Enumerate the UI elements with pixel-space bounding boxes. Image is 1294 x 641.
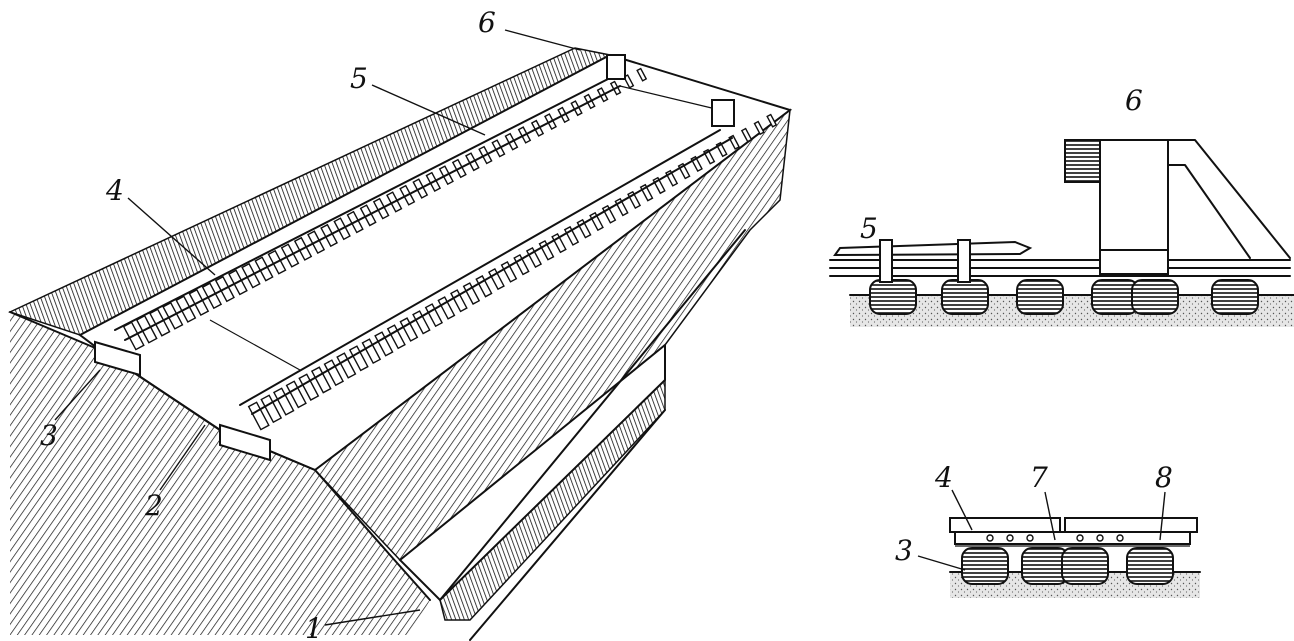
embankment-view	[7, 47, 793, 641]
sleeper	[450, 289, 468, 313]
sleeper	[636, 67, 648, 82]
sleeper	[336, 352, 357, 379]
sleeper	[487, 268, 505, 291]
ground-hatch	[10, 312, 430, 635]
sleeper	[740, 127, 753, 143]
sleeper-coil	[961, 547, 1009, 585]
sleeper	[753, 120, 765, 136]
left-labels: 6 5 4 3 2 1	[40, 6, 581, 641]
sleeper	[462, 282, 481, 305]
sleeper-coil	[1016, 279, 1064, 315]
label-r5: 5	[860, 212, 878, 245]
sleeper	[247, 401, 270, 431]
sleeper	[348, 345, 369, 372]
sleeper	[272, 387, 295, 416]
label-r6: 6	[1125, 84, 1143, 117]
sleeper-coil	[1211, 279, 1259, 315]
label-b4: 4	[934, 461, 953, 494]
sleeper-coil	[1131, 279, 1179, 315]
fastening-pins	[986, 534, 1124, 542]
rail-left-b	[124, 85, 621, 341]
sleeper	[386, 324, 406, 350]
rail-right-a	[239, 129, 721, 406]
sleeper	[766, 113, 778, 128]
sleeper	[500, 261, 518, 283]
sleeper	[298, 373, 320, 401]
rail-right-b	[251, 137, 733, 415]
sleeper-coils-bottom	[961, 547, 1174, 585]
label-2: 2	[144, 489, 163, 522]
pin	[986, 534, 994, 542]
sleeper	[323, 359, 345, 387]
stop-6-left	[606, 54, 626, 80]
end-block-3	[94, 340, 141, 377]
label-b7: 7	[1030, 461, 1048, 494]
label-5: 5	[350, 62, 368, 95]
label-1: 1	[305, 612, 323, 641]
sleeper	[412, 310, 431, 335]
sleeper-coil	[941, 279, 989, 315]
sleeper	[424, 303, 444, 328]
stop-6-right	[711, 99, 735, 127]
label-b3: 3	[895, 534, 913, 567]
machine-6	[1099, 139, 1169, 251]
sleeper	[310, 366, 332, 394]
sleeper	[361, 338, 382, 365]
sleeper-coil	[1061, 547, 1109, 585]
sleeper	[437, 296, 456, 320]
sleeper	[260, 394, 283, 424]
sleeper	[374, 331, 394, 357]
rail-left-a	[114, 77, 611, 331]
pin	[1076, 534, 1084, 542]
sleeper	[525, 246, 543, 269]
label-4: 4	[105, 174, 124, 207]
end-block-2	[219, 423, 271, 462]
detail-view: 4 7 8 3	[895, 461, 1201, 598]
label-3: 3	[40, 419, 58, 452]
side-elevation: 5 6	[829, 84, 1294, 327]
label-6: 6	[478, 6, 496, 39]
label-b8: 8	[1155, 461, 1173, 494]
sleeper	[475, 275, 493, 298]
sleeper	[513, 254, 530, 276]
sleeper	[285, 380, 307, 409]
sleeper	[399, 317, 419, 342]
sleeper-coil	[1126, 547, 1174, 585]
pin	[1096, 534, 1104, 542]
sleeper-coil	[869, 279, 917, 315]
sleeper-coils-top	[869, 279, 1259, 315]
pin	[1116, 534, 1124, 542]
pin	[1006, 534, 1014, 542]
pin	[1026, 534, 1034, 542]
